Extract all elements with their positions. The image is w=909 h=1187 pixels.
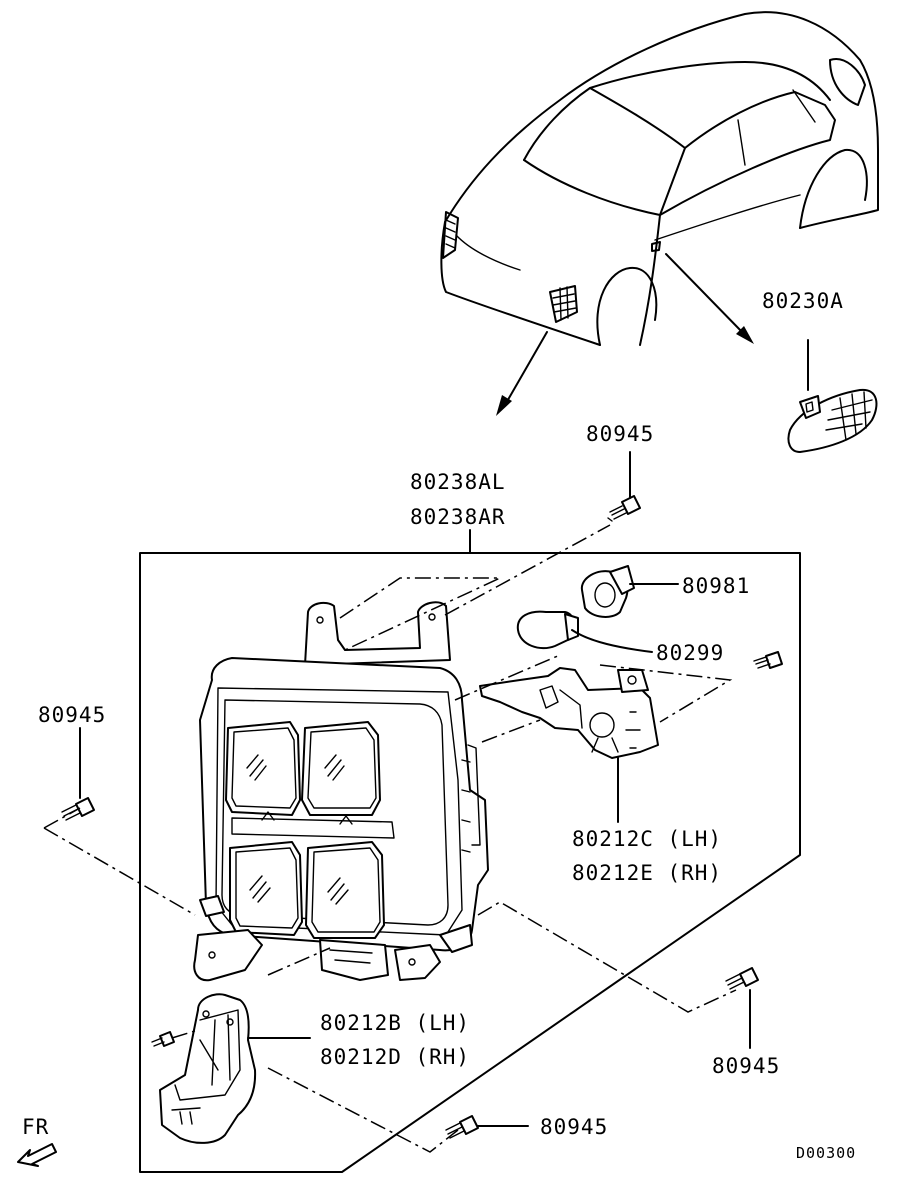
bulb-socket [580, 565, 679, 618]
label-80230A: 80230A [762, 289, 844, 313]
screw-lower-bracket [151, 1031, 175, 1047]
label-80212B: 80212B (LH) [320, 1011, 470, 1035]
screw-top [607, 451, 641, 522]
screw-bottom [445, 1115, 529, 1139]
assembly-lines [43, 524, 737, 1153]
label-80945-bottom: 80945 [540, 1115, 608, 1139]
screw-bracket-top [753, 651, 783, 669]
label-80212C: 80212C (LH) [572, 827, 722, 851]
label-80212E: 80212E (RH) [572, 861, 722, 885]
label-80299: 80299 [656, 641, 724, 665]
lower-bracket [159, 993, 311, 1144]
front-direction-indicator: FR [17, 1115, 57, 1167]
label-80238AR: 80238AR [410, 505, 506, 529]
callout-arrows [496, 253, 754, 416]
label-80945-right: 80945 [712, 1054, 780, 1078]
assembly-box [139, 552, 801, 1173]
label-80945-left: 80945 [38, 703, 106, 727]
fog-lamp-assembly [193, 601, 489, 982]
fr-label: FR [22, 1115, 49, 1139]
upper-bracket [479, 667, 659, 823]
car-outline [440, 11, 879, 346]
screw-right [725, 967, 759, 1049]
label-80238AL: 80238AL [410, 470, 506, 494]
screw-left [61, 727, 95, 821]
label-80212D: 80212D (RH) [320, 1045, 470, 1069]
bulb [516, 610, 653, 653]
label-80945-top: 80945 [586, 422, 654, 446]
diagram-code: D00300 [796, 1144, 856, 1162]
label-80981: 80981 [682, 574, 750, 598]
side-marker-lamp [787, 339, 878, 453]
